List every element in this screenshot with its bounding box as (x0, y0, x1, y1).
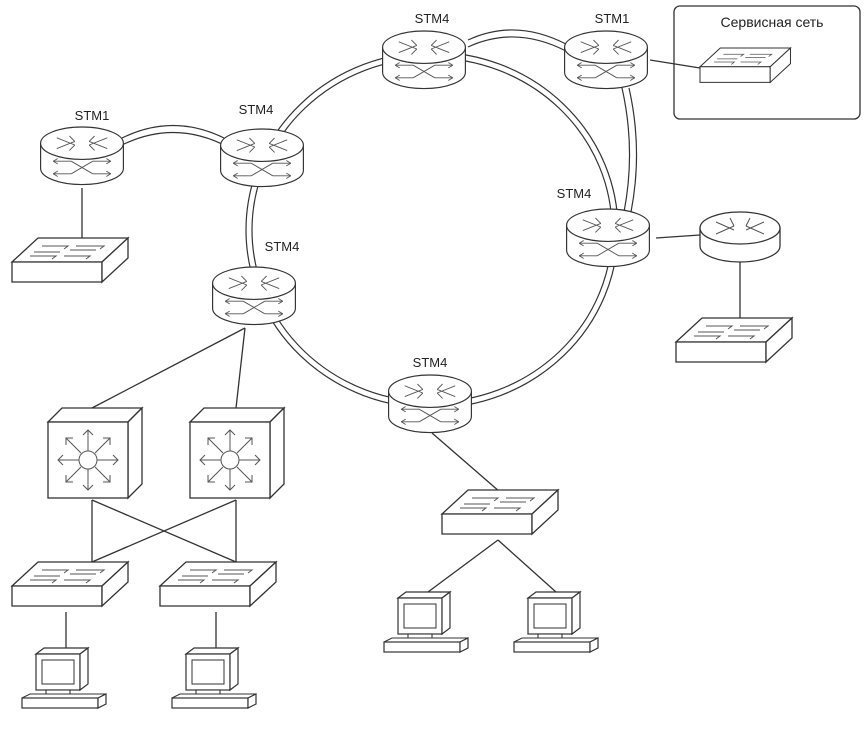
link-stm4-top-stm1-right (467, 29, 567, 52)
switch-access-2 (159, 561, 277, 607)
router-stm4-mid: STM4 (212, 239, 300, 326)
router-stm1-right: STM1 (564, 11, 648, 90)
link-stm1-right-stm4-right (621, 87, 638, 213)
service-network: Сервисная сеть (673, 5, 861, 120)
router-stm4-right: STM4 (557, 186, 650, 268)
computer-4 (513, 591, 599, 653)
router-label: STM4 (239, 102, 274, 117)
router-extra (699, 211, 781, 263)
router-stm4-top: STM4 (382, 11, 466, 90)
router-label: STM4 (557, 186, 592, 201)
router-label: STM4 (415, 11, 450, 26)
switch-bottom (441, 489, 559, 535)
switch-right (675, 317, 793, 363)
router-stm1-left: STM1 (40, 108, 124, 186)
computer-2 (171, 647, 257, 709)
multilayer-switch-1 (47, 407, 143, 499)
single-links (65, 59, 741, 652)
switch-left (11, 237, 129, 283)
router-label: STM1 (75, 108, 110, 123)
multilayer-switch-2 (189, 407, 285, 499)
switch-access-1 (11, 561, 129, 607)
router-label: STM4 (265, 239, 300, 254)
router-stm4-left: STM4 (220, 102, 304, 188)
service-switch (699, 47, 791, 83)
router-stm4-bottom: STM4 (388, 355, 472, 434)
link-stm1-left-stm4-left (121, 124, 229, 148)
computer-3 (383, 591, 469, 653)
service-network-label: Сервисная сеть (721, 14, 824, 30)
computer-1 (21, 647, 107, 709)
router-label: STM1 (595, 11, 630, 26)
router-label: STM4 (413, 355, 448, 370)
